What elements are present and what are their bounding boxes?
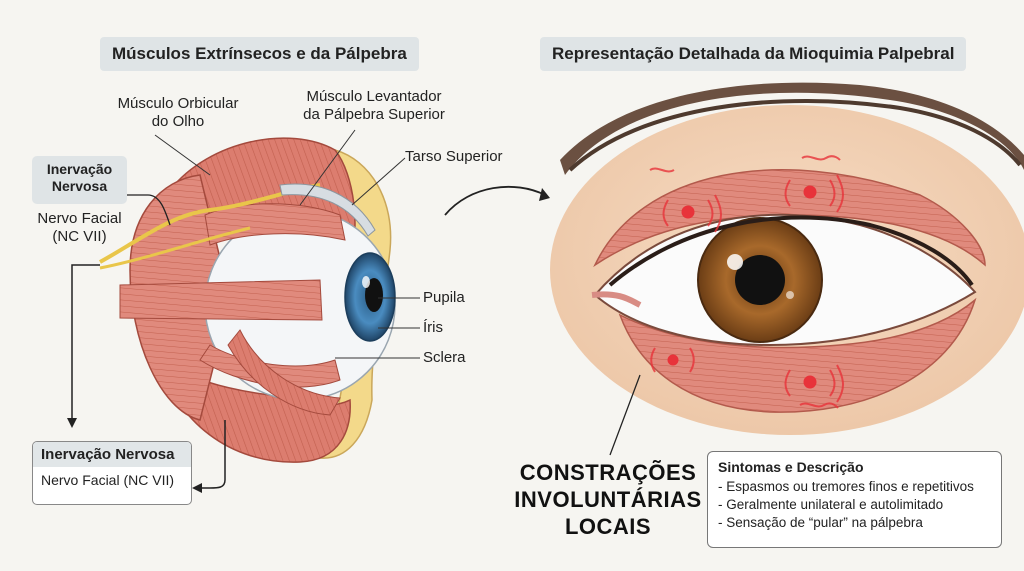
left-eye-diagram [67, 129, 420, 493]
symptoms-box: Sintomas e Descrição - Espasmos ou tremo… [707, 451, 1002, 548]
innervation-top-box: Inervação Nervosa [32, 156, 127, 204]
eyebrow [560, 82, 1024, 175]
symptom-item: - Sensação de “pular” na pálpebra [718, 515, 923, 530]
upper-eyelid-muscle [593, 169, 986, 268]
label-sclera: Sclera [423, 349, 466, 366]
label-pupil: Pupila [423, 289, 465, 306]
pupil-right [735, 255, 785, 305]
pupil-left [365, 278, 383, 312]
innervation-top-header-2: Nervosa [51, 178, 108, 194]
left-title: Músculos Extrínsecos e da Pálpebra [100, 37, 419, 71]
innervation-bottom-header: Inervação Nervosa [33, 442, 191, 467]
symptom-item: - Espasmos ou tremores finos e repetitiv… [718, 479, 974, 494]
label-iris: Íris [423, 319, 443, 336]
right-title: Representação Detalhada da Mioquimia Pal… [540, 37, 967, 71]
innervation-bottom-text: Nervo Facial (NC VII) [41, 472, 175, 488]
innervation-top-header-1: Inervação [46, 161, 113, 177]
spasm-markers [667, 185, 817, 389]
oblique-muscle [227, 329, 341, 416]
label-tarsus: Tarso Superior [405, 148, 503, 165]
lateral-rectus [119, 279, 323, 321]
symptoms-title: Sintomas e Descrição [718, 459, 864, 475]
right-eye-diagram [550, 82, 1024, 456]
transition-arrow [444, 185, 546, 216]
levator-tendon [279, 183, 376, 237]
innervation-bottom-box: Inervação Nervosa Nervo Facial (NC VII) [32, 441, 192, 505]
facial-nerve-2 [99, 226, 251, 270]
innervation-top-text: Nervo Facial(NC VII) [37, 210, 122, 245]
lower-eyelid-muscle [618, 297, 977, 413]
symptom-item: - Geralmente unilateral e autolimitado [718, 497, 944, 512]
contractions-label: CONSTRAÇÕES INVOLUNTÁRIAS LOCAIS [514, 460, 702, 539]
